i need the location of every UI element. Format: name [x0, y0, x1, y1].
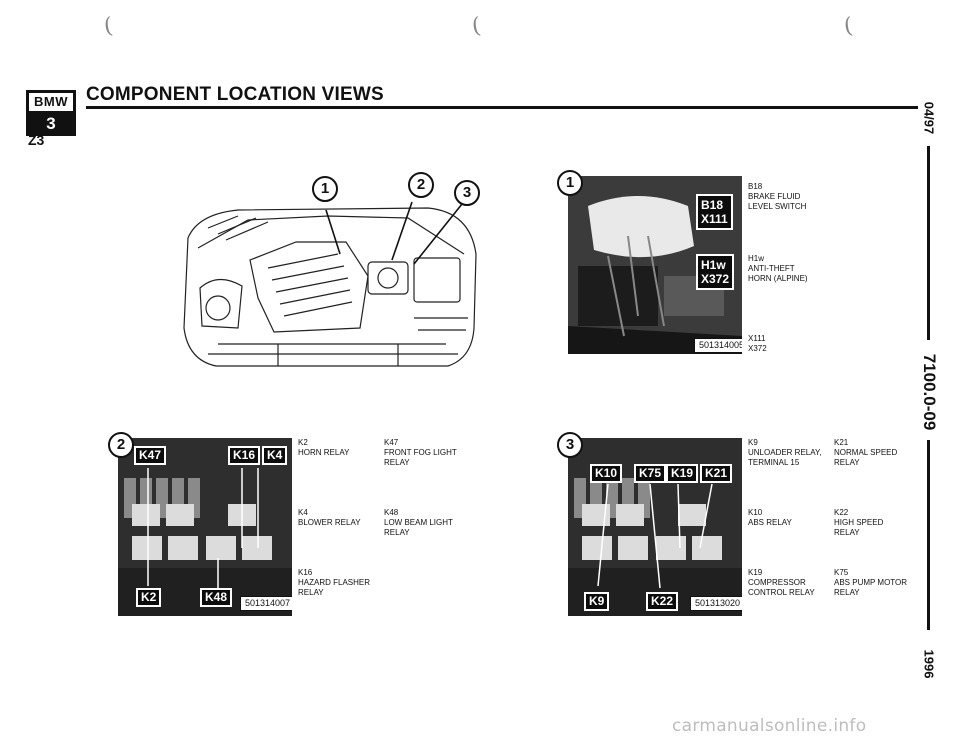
caption-code: B18: [748, 182, 763, 191]
tag-x111: X111: [701, 212, 728, 226]
tag-k16: K16: [228, 446, 261, 465]
caption-desc: ABS RELAY: [748, 518, 792, 527]
tag-h1w: H1w: [701, 258, 726, 272]
fuse-box-relays-photo-2: K47 K16 K4 K2 K48 501314007: [118, 438, 292, 616]
caption-code: K21: [834, 438, 849, 447]
view-2-callout: 2: [108, 432, 134, 458]
tag-k10: K10: [590, 464, 623, 483]
tag-k9: K9: [584, 592, 610, 611]
caption-desc: UNLOADER RELAY, TERMINAL 15: [748, 448, 822, 467]
caption-desc: ANTI-THEFT HORN (ALPINE): [748, 264, 808, 283]
header-rule: [86, 106, 918, 109]
caption-desc: LOW BEAM LIGHT RELAY: [384, 518, 453, 537]
side-date: 04/97: [921, 101, 937, 135]
caption-code: K9: [748, 438, 758, 447]
caption-code: K16: [298, 568, 313, 577]
tag-h1w-x372: H1w X372: [696, 254, 735, 290]
scan-mark: (: [102, 13, 115, 40]
caption-code: K47: [384, 438, 399, 447]
caption-k22: K22 HIGH SPEED RELAY: [834, 508, 883, 538]
caption-k19: K19 COMPRESSOR CONTROL RELAY: [748, 568, 815, 598]
caption-k9: K9 UNLOADER RELAY, TERMINAL 15: [748, 438, 822, 468]
brake-fluid-area-photo: B18 X111 H1w X372 501314005: [568, 176, 742, 354]
tag-k21: K21: [700, 464, 733, 483]
caption-code: K4: [298, 508, 308, 517]
caption-code: K48: [384, 508, 399, 517]
caption-desc: HAZARD FLASHER RELAY: [298, 578, 371, 597]
caption-code: K22: [834, 508, 849, 517]
tag-b18: B18: [701, 198, 724, 212]
caption-desc: X372: [748, 344, 767, 353]
tag-k19: K19: [666, 464, 699, 483]
caption-h1w: H1w ANTI-THEFT HORN (ALPINE): [748, 254, 808, 284]
caption-k21: K21 NORMAL SPEED RELAY: [834, 438, 897, 468]
side-rule: [927, 440, 930, 630]
caption-desc: FRONT FOG LIGHT RELAY: [384, 448, 457, 467]
caption-desc: COMPRESSOR CONTROL RELAY: [748, 578, 815, 597]
caption-k4: K4 BLOWER RELAY: [298, 508, 361, 528]
caption-code: X111: [748, 334, 766, 343]
caption-k10: K10 ABS RELAY: [748, 508, 792, 528]
caption-code: K2: [298, 438, 308, 447]
logo-brand: BMW: [29, 93, 73, 114]
tag-k2: K2: [136, 588, 162, 607]
photo-ref-number: 501313020: [690, 596, 742, 611]
logo-series: 3: [29, 114, 73, 133]
caption-code: H1w: [748, 254, 765, 263]
tag-k22: K22: [646, 592, 679, 611]
watermark: carmanualsonline.info: [672, 716, 867, 736]
caption-k2: K2 HORN RELAY: [298, 438, 349, 458]
bmw-3-series-logo: BMW 3: [26, 90, 76, 136]
caption-desc: NORMAL SPEED RELAY: [834, 448, 898, 467]
photo-ref-number: 501314005: [694, 338, 742, 353]
scan-mark: (: [470, 13, 483, 40]
view-3-callout: 3: [557, 432, 583, 458]
caption-desc: ABS PUMP MOTOR RELAY: [834, 578, 908, 597]
caption-desc: HIGH SPEED RELAY: [834, 518, 884, 537]
engine-bay-drawing: [178, 168, 486, 376]
caption-code: K10: [748, 508, 763, 517]
caption-k47: K47 FRONT FOG LIGHT RELAY: [384, 438, 457, 468]
caption-code: K19: [748, 568, 763, 577]
caption-x111-x372: X111 X372: [748, 334, 767, 354]
caption-desc: BLOWER RELAY: [298, 518, 361, 527]
tag-k48: K48: [200, 588, 233, 607]
tag-k4: K4: [262, 446, 288, 465]
caption-k16: K16 HAZARD FLASHER RELAY: [298, 568, 370, 598]
tag-k47: K47: [134, 446, 167, 465]
photo-ref-number: 501314007: [240, 596, 292, 611]
caption-desc: HORN RELAY: [298, 448, 350, 457]
tag-b18-x111: B18 X111: [696, 194, 733, 230]
callout-2-circle: 2: [408, 172, 434, 198]
tag-k75: K75: [634, 464, 667, 483]
scan-mark: (: [842, 13, 855, 40]
model-label: Z3: [28, 132, 45, 148]
side-rule: [927, 146, 930, 340]
tag-x372: X372: [701, 272, 730, 286]
side-year: 1996: [921, 649, 937, 679]
callout-3-circle: 3: [454, 180, 480, 206]
caption-desc: BRAKE FLUID LEVEL SWITCH: [748, 192, 807, 211]
caption-k75: K75 ABS PUMP MOTOR RELAY: [834, 568, 907, 598]
caption-k48: K48 LOW BEAM LIGHT RELAY: [384, 508, 453, 538]
caption-code: K75: [834, 568, 849, 577]
view-1-callout: 1: [557, 170, 583, 196]
callout-1-circle: 1: [312, 176, 338, 202]
fuse-box-relays-photo-3: K10 K75 K19 K21 K9 K22 501313020: [568, 438, 742, 616]
caption-b18: B18 BRAKE FLUID LEVEL SWITCH: [748, 182, 806, 212]
page-title: COMPONENT LOCATION VIEWS: [86, 84, 384, 105]
side-doc-number: 7100.0-09: [920, 353, 939, 431]
